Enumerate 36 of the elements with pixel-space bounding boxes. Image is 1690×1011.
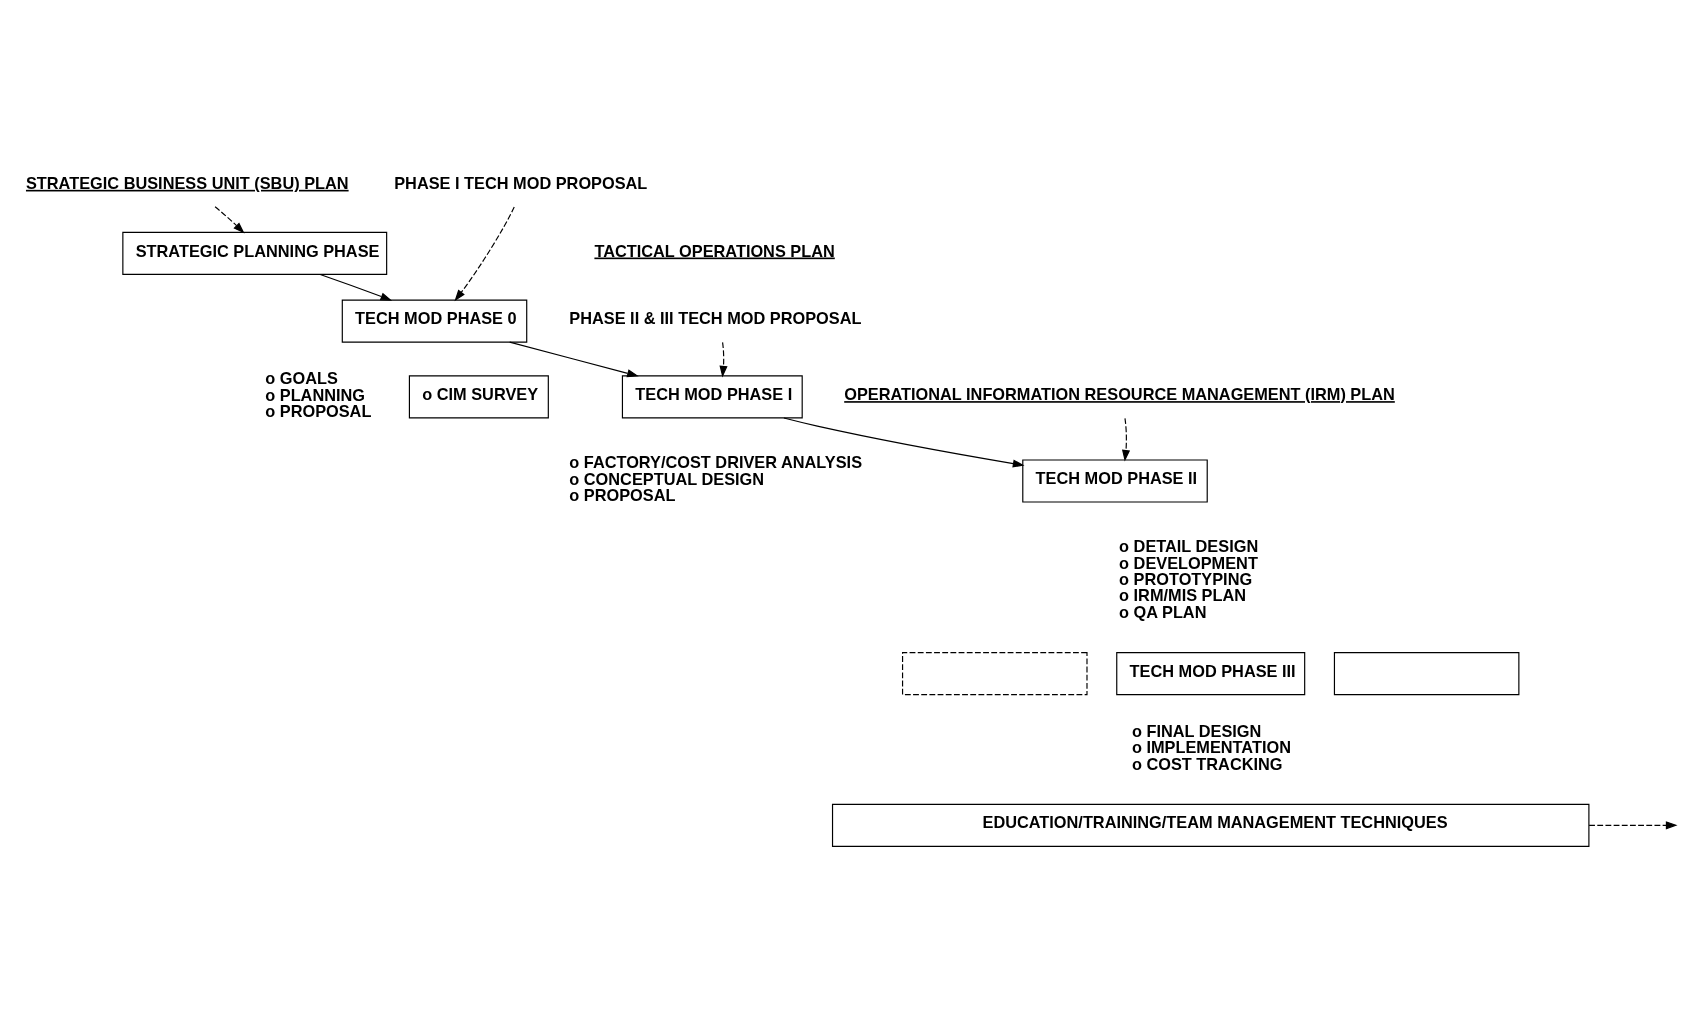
label: TACTICAL OPERATIONS PLAN xyxy=(594,241,835,260)
node-label: o IRM/MIS PLAN xyxy=(1119,586,1247,605)
node-text: PHASE I TECH MOD PROPOSAL xyxy=(394,173,648,192)
node-text: STRATEGIC BUSINESS UNIT (SBU) PLAN xyxy=(25,173,349,192)
node-label: o DEVELOPMENT xyxy=(1119,553,1258,572)
node-box xyxy=(902,652,1088,696)
arrow xyxy=(454,206,515,302)
arrow xyxy=(719,341,728,378)
node-label: o PROTOTYPING xyxy=(1119,570,1253,589)
arrow xyxy=(1588,821,1678,830)
arrow xyxy=(783,417,1025,468)
node-label: o COST TRACKING xyxy=(1131,754,1283,773)
arrow xyxy=(509,341,639,378)
arrow xyxy=(319,273,393,301)
node-label: o FINAL DESIGN xyxy=(1131,721,1262,740)
node-text: OPERATIONAL INFORMATION RESOURCE MANAGEMENT (IRM) PLAN xyxy=(844,385,1395,404)
arrow xyxy=(1121,417,1131,462)
node-label: o CONCEPTUAL DESIGN xyxy=(569,469,765,488)
arrow xyxy=(214,206,245,234)
node-box xyxy=(1333,652,1520,696)
node-box: o CIM SURVEY xyxy=(408,375,549,419)
node-box: EDUCATION/TRAINING/TEAM MANAGEMENT TECHNIQUES xyxy=(831,803,1590,847)
node-label: o QA PLAN xyxy=(1119,602,1207,621)
node-label: o DETAIL DESIGN xyxy=(1119,537,1259,556)
node-box: TECH MOD PHASE III xyxy=(1116,652,1306,696)
node-box: TECH MOD PHASE 0 xyxy=(341,299,528,343)
node-label: o FACTORY/COST DRIVER ANALYSIS xyxy=(569,453,863,472)
node-box: TECH MOD PHASE I xyxy=(621,375,803,419)
node-label: o GOALS xyxy=(265,369,338,388)
node-box: STRATEGIC PLANNING PHASE xyxy=(122,231,388,275)
node-text: PHASE II & III TECH MOD PROPOSAL xyxy=(569,309,862,328)
node-box: TECH MOD PHASE II xyxy=(1022,459,1208,503)
node-label: o PROPOSAL xyxy=(265,402,372,421)
node-label: o PLANNING xyxy=(265,385,366,404)
node-label: o IMPLEMENTATION xyxy=(1131,738,1291,757)
node-label: o PROPOSAL xyxy=(569,486,676,505)
